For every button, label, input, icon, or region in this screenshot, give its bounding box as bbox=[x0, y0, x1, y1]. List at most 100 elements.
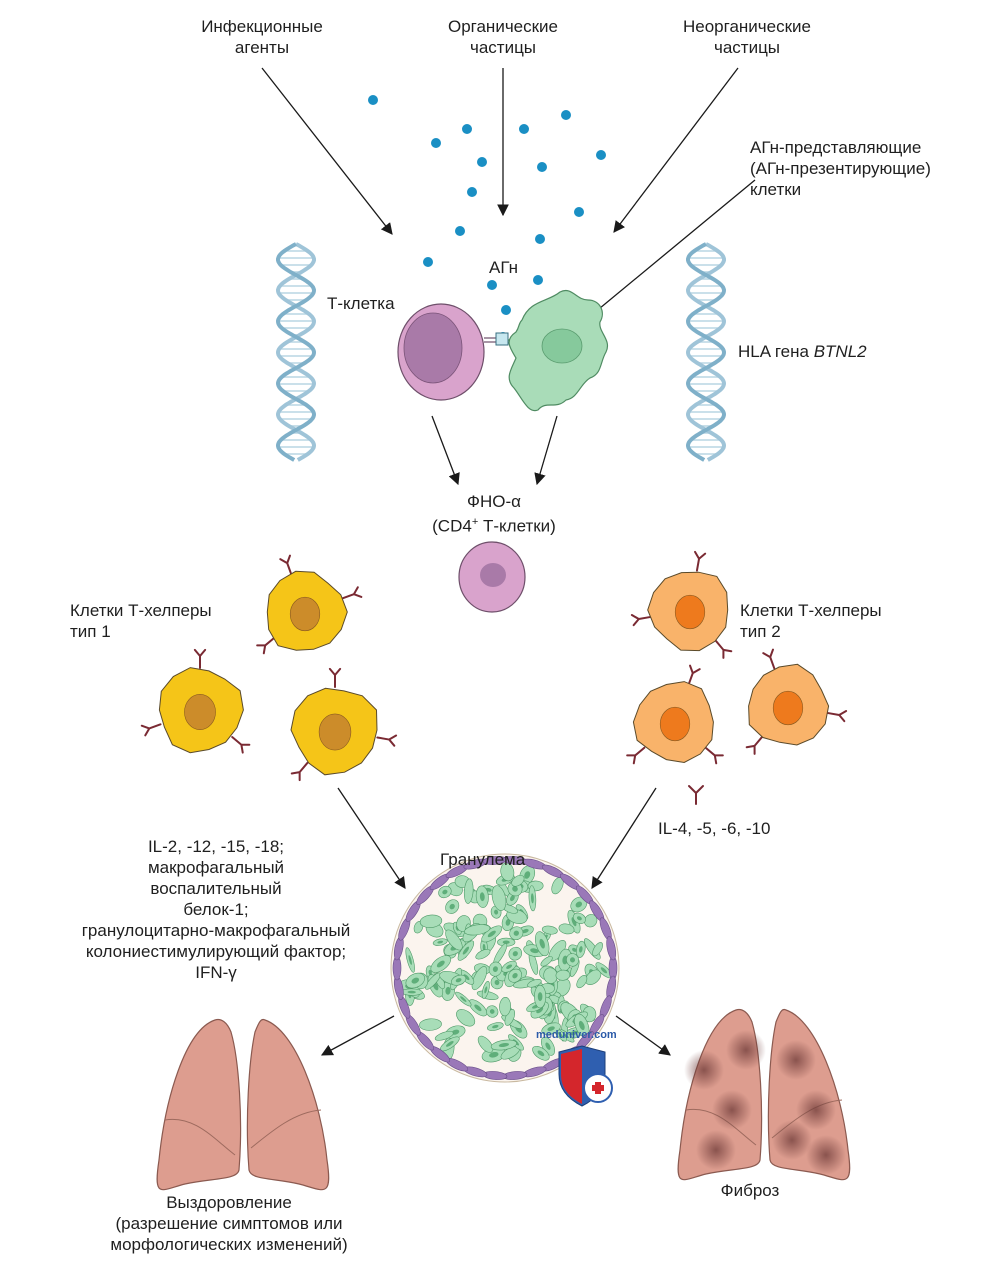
lung-right bbox=[246, 1018, 330, 1191]
granuloma-cell-nucleus bbox=[509, 895, 515, 902]
th2-cell-2 bbox=[626, 664, 724, 765]
granuloma-cell-nucleus bbox=[411, 977, 420, 984]
fibrosis-patch-5 bbox=[796, 1090, 836, 1130]
label-hla-btnl2: HLA гена BTNL2 bbox=[738, 341, 867, 362]
label-cd4-prefix: (CD4 bbox=[432, 516, 472, 536]
receptor-y-icon bbox=[826, 710, 848, 723]
label-fibrosis: Фиброз bbox=[720, 1181, 780, 1200]
granuloma-cell bbox=[511, 874, 525, 887]
label-th2-line-1: Клетки Т-хелперы bbox=[740, 601, 882, 620]
granuloma-cell-nucleus bbox=[575, 901, 583, 908]
antigen-particle-12 bbox=[535, 234, 545, 244]
arrow-granuloma-recovery bbox=[320, 1015, 395, 1056]
granuloma-cell-nucleus bbox=[530, 893, 534, 904]
receptor-y-icon bbox=[626, 746, 646, 765]
granuloma-cell-nucleus bbox=[537, 1050, 545, 1057]
fibrosis-patch-2 bbox=[712, 1090, 752, 1130]
label-antigen-presenting-cells-line-1: АГн-представляющие bbox=[750, 138, 922, 157]
label-t-cell: Т-клетка bbox=[327, 294, 395, 313]
granuloma-cell bbox=[576, 975, 588, 989]
granuloma-cell-nucleus bbox=[524, 871, 531, 879]
th2-cell-1 bbox=[630, 550, 733, 659]
th1-cells bbox=[140, 554, 398, 782]
granuloma-cell-nucleus bbox=[489, 1009, 495, 1014]
granuloma-cell-nucleus bbox=[537, 992, 543, 1002]
antigen-particle-16 bbox=[501, 305, 511, 315]
granuloma-cell bbox=[475, 948, 491, 960]
label-th1-cytokines-line-4: белок-1; bbox=[183, 900, 249, 919]
label-organic-particles-line-2: частицы bbox=[469, 38, 537, 57]
receptor-y-icon bbox=[279, 554, 293, 576]
granuloma-cell-nucleus bbox=[512, 886, 518, 892]
label-cd4-suffix: Т-клетки) bbox=[478, 516, 556, 536]
label-infectious-agents-line-1: Инфекционные bbox=[201, 17, 323, 36]
receptor-y-icon bbox=[256, 636, 276, 655]
free-receptor bbox=[688, 785, 704, 805]
granuloma-cell-nucleus bbox=[492, 966, 498, 972]
granuloma-cell bbox=[464, 924, 491, 936]
antigen-particle-5 bbox=[431, 138, 441, 148]
fibrosis-patch-8 bbox=[726, 1030, 766, 1070]
granuloma-cell-nucleus bbox=[445, 1041, 454, 1047]
antigen-particle-8 bbox=[596, 150, 606, 160]
dna-helix-right bbox=[685, 242, 727, 462]
antigen-particle-2 bbox=[462, 124, 472, 134]
arrow-inorganic bbox=[613, 67, 739, 233]
granuloma-cell-nucleus bbox=[462, 946, 470, 955]
dna-helix-left bbox=[275, 242, 317, 462]
antigen-particle-4 bbox=[561, 110, 571, 120]
granuloma-cell bbox=[540, 956, 553, 967]
lungs-fibrosis bbox=[677, 1008, 851, 1181]
granuloma-cell-nucleus bbox=[487, 930, 496, 938]
granuloma-cell-nucleus bbox=[460, 996, 467, 1002]
helix-strand-b bbox=[685, 242, 727, 462]
granuloma-cell-nucleus bbox=[547, 1026, 555, 1032]
granuloma bbox=[390, 853, 620, 1083]
antigen-presenting-cell bbox=[508, 290, 608, 412]
granuloma-cell-nucleus bbox=[408, 955, 412, 965]
receptor-y-icon bbox=[193, 648, 207, 669]
granuloma-cell-nucleus bbox=[482, 943, 486, 951]
th1-cell-2 bbox=[140, 648, 251, 754]
granuloma-cell-nucleus bbox=[530, 948, 539, 954]
label-cd4-sup: + bbox=[471, 516, 479, 528]
label-infectious-agents-line-2: агенты bbox=[234, 38, 290, 57]
arrow-apc-tnf bbox=[534, 415, 558, 486]
granuloma-cell bbox=[541, 925, 558, 935]
watermark-shield-icon bbox=[558, 1045, 613, 1107]
label-antigen-presenting-cells: АГн-представляющие(АГн-презентирующие)кл… bbox=[750, 137, 931, 200]
granuloma-cell bbox=[419, 1018, 442, 1031]
label-th1-line-2: тип 1 bbox=[70, 622, 111, 641]
label-th1-line-1: Клетки Т-хелперы bbox=[70, 601, 212, 620]
fibrosis-patch-1 bbox=[684, 1050, 724, 1090]
granuloma-cell-nucleus bbox=[512, 973, 518, 979]
granuloma-cell bbox=[558, 923, 575, 935]
granuloma-cell-nucleus bbox=[474, 1004, 482, 1012]
arrow-infectious bbox=[261, 67, 393, 235]
granuloma-cell-nucleus bbox=[578, 1020, 585, 1031]
th1-cell-3 bbox=[290, 667, 398, 782]
receptor-y-icon bbox=[762, 648, 776, 670]
receptor-y-icon bbox=[694, 550, 707, 572]
granuloma-cell-nucleus bbox=[437, 940, 444, 944]
th2-cells bbox=[626, 550, 848, 765]
label-th1-cytokines-line-7: IFN-γ bbox=[195, 963, 237, 982]
th1-cell-2-nucleus bbox=[184, 694, 216, 730]
lung-fissure bbox=[164, 1118, 236, 1156]
lungs-healthy bbox=[156, 1018, 330, 1191]
granuloma-cell-nucleus bbox=[571, 917, 577, 927]
granuloma-cell-nucleus bbox=[449, 903, 455, 910]
arrow-th1-granuloma bbox=[337, 787, 406, 889]
th2-cell-3 bbox=[745, 648, 848, 755]
granuloma-cell bbox=[592, 942, 603, 957]
t-cell-receptor bbox=[484, 332, 520, 346]
granuloma-cell-nucleus bbox=[492, 1024, 499, 1029]
label-recovery-line-2: (разрешение симптомов или bbox=[115, 1214, 343, 1233]
watermark-text: meduniver.com bbox=[536, 1029, 617, 1041]
th1-cell-1-nucleus bbox=[289, 596, 321, 632]
antigen-particle-9 bbox=[467, 187, 477, 197]
